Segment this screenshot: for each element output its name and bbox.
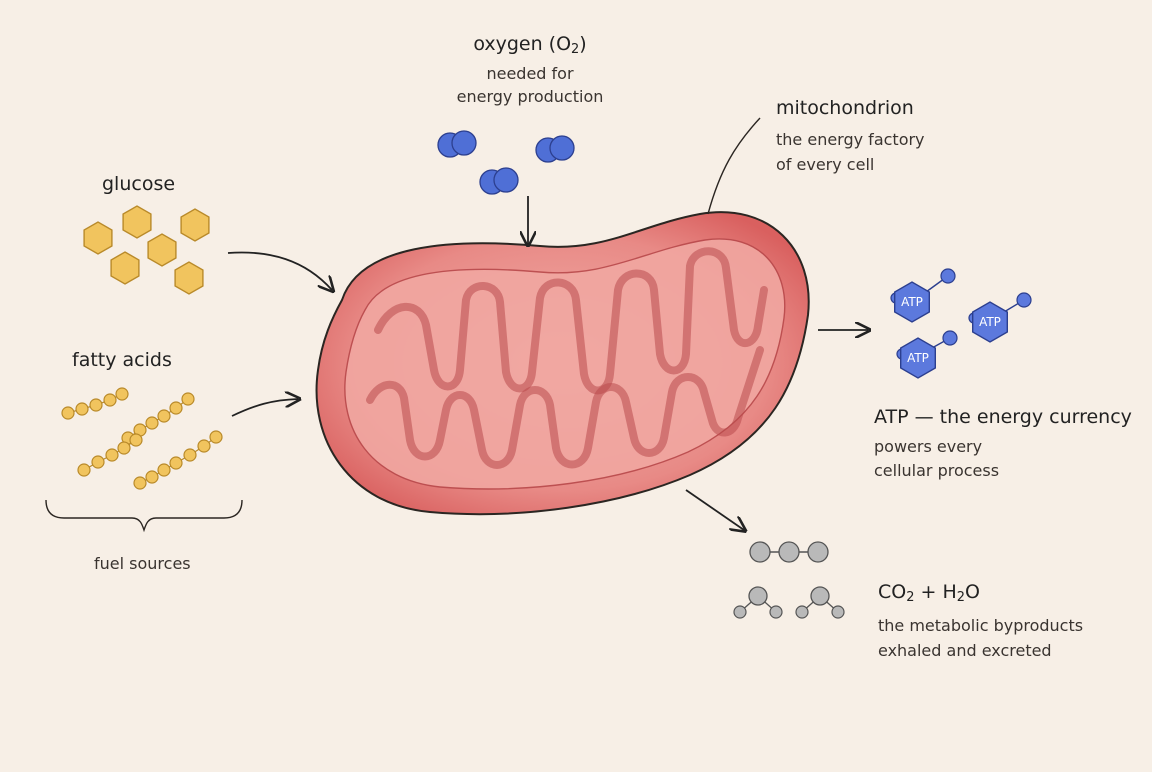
oxygen-molecules (437, 130, 575, 195)
fatty-acid-bead (61, 406, 75, 420)
atp-label: ATP — the energy currency (874, 406, 1132, 428)
arrow-byproducts (685, 489, 744, 530)
fatty-acid-bead (183, 448, 197, 462)
mitochondrion (315, 211, 810, 516)
fatty-acid-bead (181, 392, 195, 406)
co2-atom (778, 541, 800, 563)
fatty-acid-bead (75, 402, 89, 416)
fuel-sources-caption: fuel sources (94, 554, 191, 573)
h2o-oxygen-atom (810, 586, 830, 606)
h2o-hydrogen-atom (733, 605, 747, 619)
atp-molecule-label: ATP (901, 295, 923, 309)
co2-atom (807, 541, 829, 563)
atp-phosphate (1016, 292, 1032, 308)
atp-desc-line2: cellular process (874, 461, 1000, 480)
oxygen-label-prefix: oxygen (O (473, 33, 572, 55)
arrow-glucose (227, 251, 332, 290)
fatty-acid-bead (129, 433, 143, 447)
mitochondrion-desc-line2: of every cell (776, 155, 875, 174)
mitochondrion-desc-line1: the energy factory (776, 130, 925, 149)
oxygen-desc-line2: energy production (456, 87, 604, 106)
glucose-label: glucose (102, 173, 176, 195)
fatty-acid-bead (169, 401, 183, 415)
byproducts-formula: CO2 + H2O (878, 580, 980, 606)
mitochondrion-leader-line (707, 117, 761, 215)
h2o-prefix: + H (914, 581, 957, 603)
h2o-hydrogen-atom (795, 605, 809, 619)
glucose-molecules (83, 205, 210, 295)
fatty-acid-bead (91, 455, 105, 469)
h2o-suffix: O (964, 581, 980, 603)
glucose-hexagon (83, 221, 113, 255)
h2o-hydrogen-atom (831, 605, 845, 619)
cristae-lower (366, 346, 764, 469)
fatty-acid-bead (157, 463, 171, 477)
mitochondrion-inner-space (344, 238, 786, 490)
fatty-acids-label: fatty acids (72, 349, 172, 371)
cristae (374, 247, 768, 395)
oxygen-atom (451, 130, 477, 156)
byproducts-desc-line1: the metabolic byproducts (878, 616, 1084, 635)
fatty-acid-bead (77, 463, 91, 477)
fatty-acid-bead (117, 441, 131, 455)
fatty-acid-bead (115, 387, 129, 401)
mitochondrion-label: mitochondrion (776, 97, 914, 119)
atp-molecule-label: ATP (979, 315, 1001, 329)
oxygen-label: oxygen (O2) (440, 32, 620, 58)
fatty-acid-bead (103, 393, 117, 407)
oxygen-desc-line1: needed for (486, 64, 574, 83)
co2-prefix: CO (878, 581, 907, 603)
fatty-acid-bead (209, 430, 223, 444)
fatty-acid-bead (133, 476, 147, 490)
oxygen-atom (493, 167, 519, 193)
fatty-acid-bead (145, 416, 159, 430)
h2o-subscript: 2 (956, 589, 965, 605)
fatty-acid-chains (61, 387, 223, 490)
fuel-sources-brace (45, 499, 243, 533)
glucose-hexagon (110, 251, 140, 285)
oxygen-label-subscript: 2 (571, 41, 580, 57)
co2-atom (749, 541, 771, 563)
fatty-acid-bead (145, 470, 159, 484)
glucose-hexagon (180, 208, 210, 242)
co2-subscript: 2 (906, 589, 915, 605)
atp-phosphate (942, 330, 958, 346)
fatty-acid-bead (197, 439, 211, 453)
atp-molecule-label: ATP (907, 351, 929, 365)
fatty-acid-bead (157, 409, 171, 423)
atp-hexagon (894, 281, 930, 323)
arrow-fatty-acids (231, 399, 298, 417)
atp-hexagon (900, 337, 936, 379)
glucose-hexagon (122, 205, 152, 239)
glucose-hexagon (174, 261, 204, 295)
byproducts-desc-line2: exhaled and excreted (878, 641, 1052, 660)
glucose-hexagon (147, 233, 177, 267)
oxygen-atom (549, 135, 575, 161)
atp-desc-line1: powers every (874, 437, 983, 456)
h2o-oxygen-atom (748, 586, 768, 606)
fatty-acid-bead (89, 398, 103, 412)
atp-molecules: ATP ATP ATP (890, 268, 1032, 379)
atp-phosphate (940, 268, 956, 284)
fatty-acid-bead (169, 456, 183, 470)
h2o-hydrogen-atom (769, 605, 783, 619)
fatty-acid-bead (105, 448, 119, 462)
byproduct-molecules (733, 541, 845, 619)
oxygen-label-suffix: ) (579, 33, 587, 55)
atp-hexagon (972, 301, 1008, 343)
